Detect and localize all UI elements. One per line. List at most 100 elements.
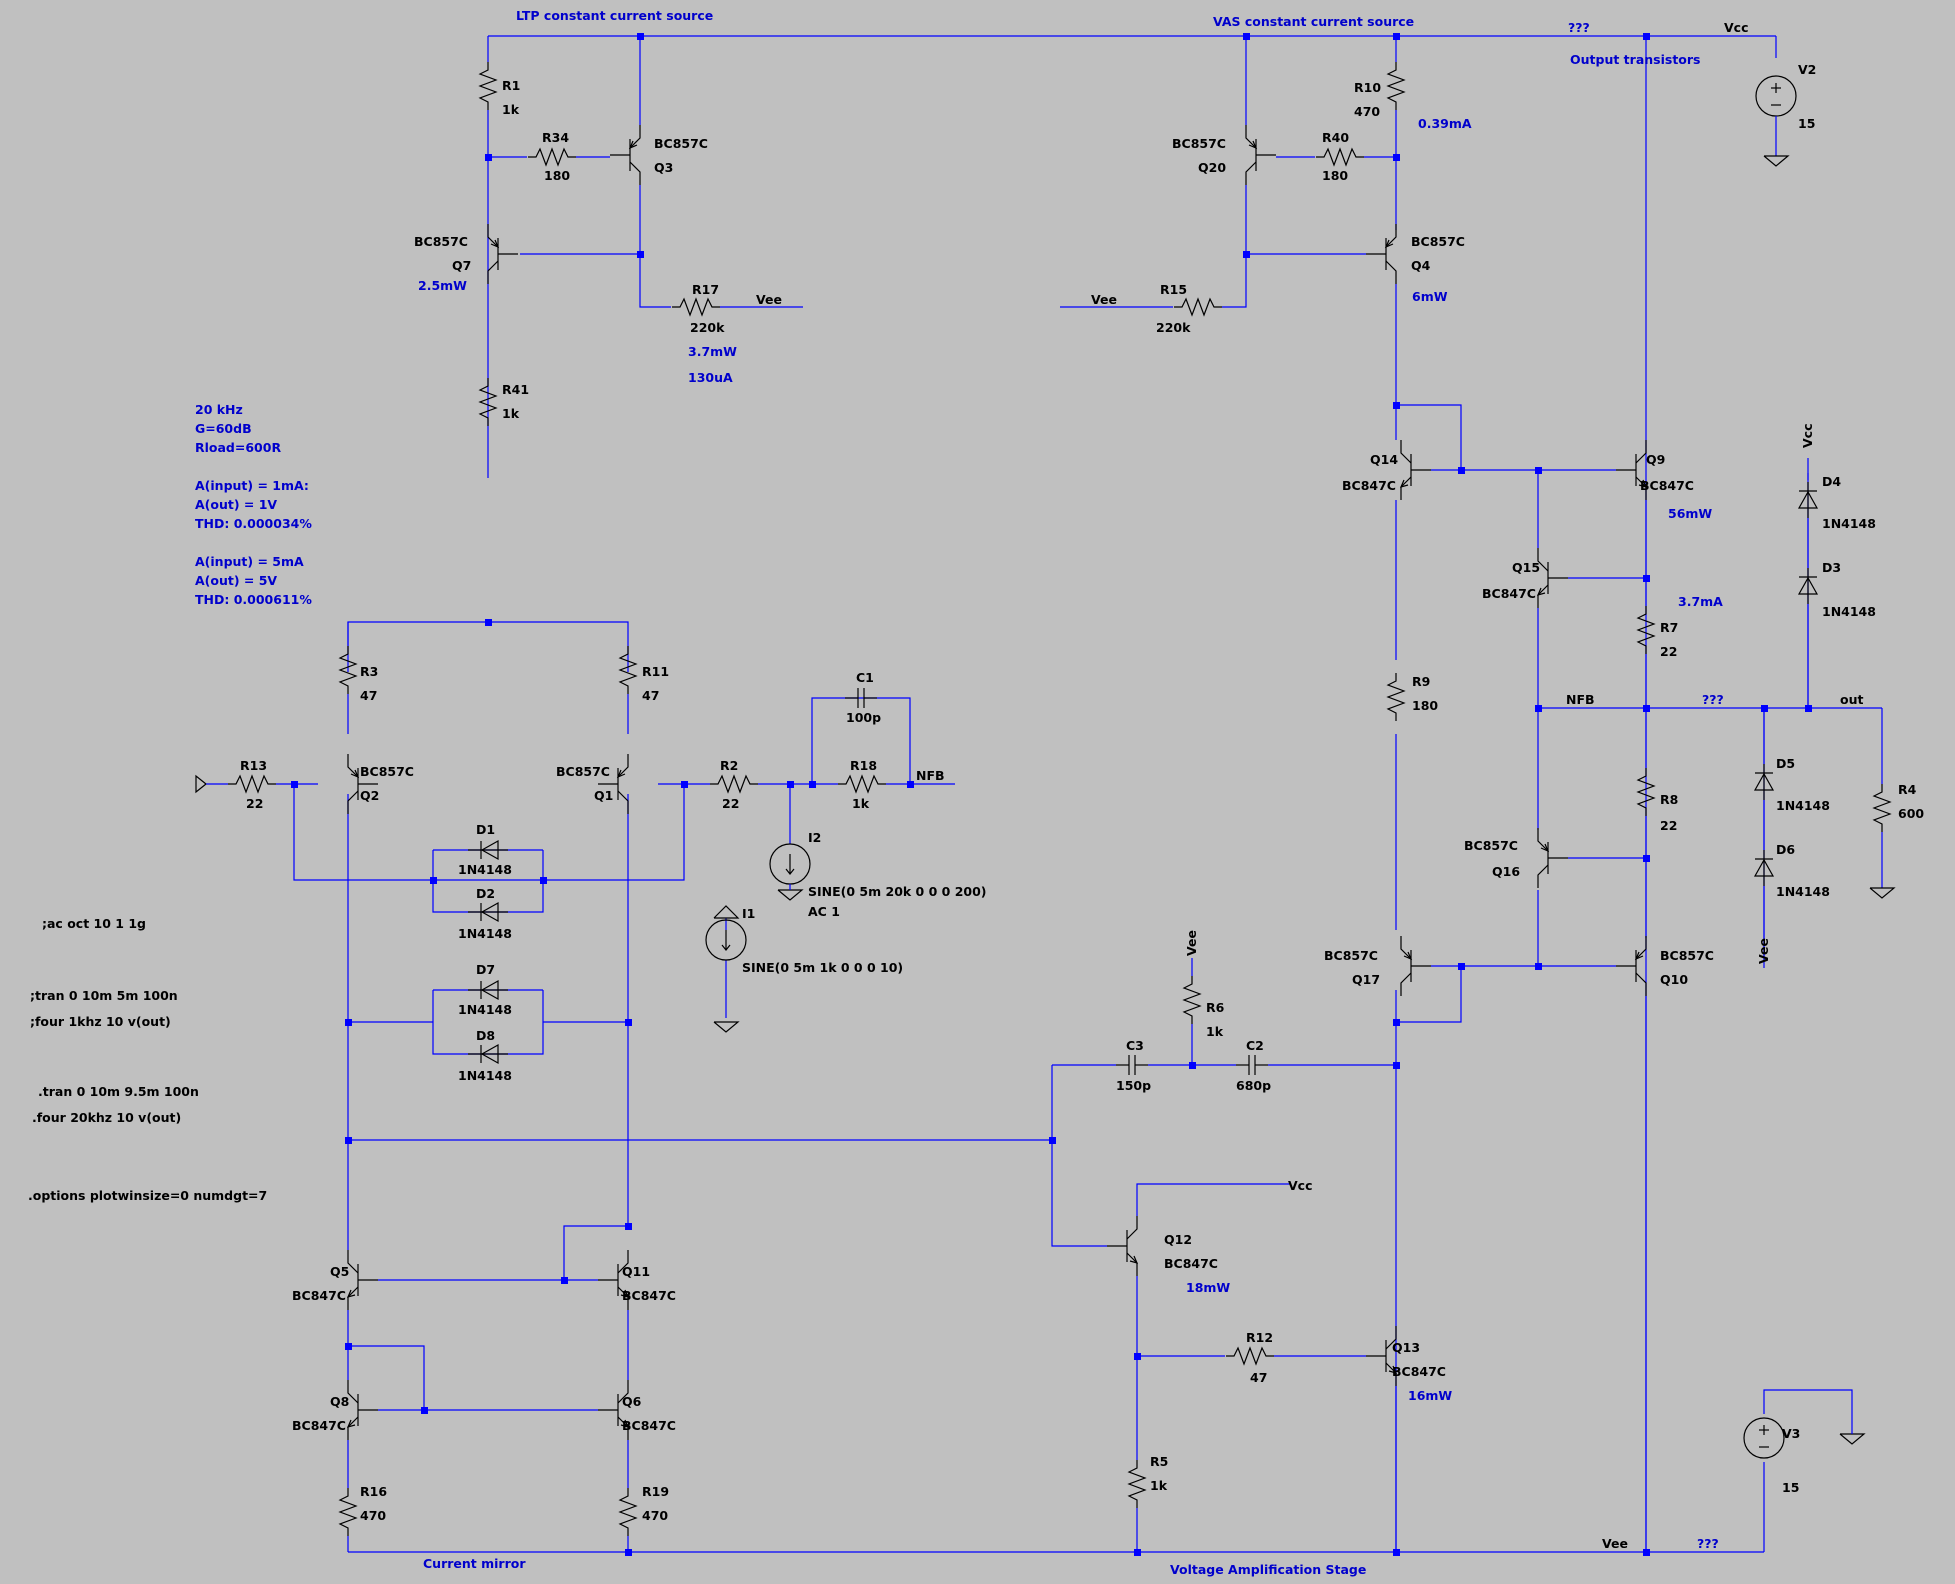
label-r7-name: R7	[1660, 620, 1678, 635]
label-q6-name: Q6	[622, 1394, 642, 1409]
label-c3-value: 150p	[1116, 1078, 1151, 1093]
label-q14-name: Q14	[1370, 452, 1398, 467]
transistor-q4	[1365, 223, 1397, 285]
label-r34-name: R34	[542, 130, 569, 145]
label-r5-name: R5	[1150, 1454, 1168, 1469]
label-d1-value: 1N4148	[458, 862, 512, 877]
note-line: THD: 0.000034%	[195, 516, 312, 531]
net-vee: Vee	[1091, 292, 1117, 307]
resistor-r15	[1173, 298, 1223, 316]
label-r13-name: R13	[240, 758, 267, 773]
label-c2-name: C2	[1246, 1038, 1264, 1053]
directive-four[interactable]: ;four 1khz 10 v(out)	[30, 1014, 171, 1029]
component-labels: R1 1k R34 180 BC857C Q3 BC857C Q7 R17 22…	[240, 62, 1924, 1523]
label-q16-model: BC857C	[1464, 838, 1518, 853]
label-c1-name: C1	[856, 670, 874, 685]
label-q12-name: Q12	[1164, 1232, 1192, 1247]
ground-symbol	[713, 1021, 739, 1033]
resistor-r10	[1387, 61, 1405, 111]
label-q9-name: Q9	[1646, 452, 1665, 467]
resistor-r16	[339, 1487, 357, 1537]
resistor-r1	[479, 61, 497, 111]
label-d7-name: D7	[476, 962, 495, 977]
diode-d2	[467, 902, 509, 922]
label-i2-ac: AC 1	[808, 904, 840, 919]
label-r7-value: 22	[1660, 644, 1677, 659]
resistor-r34	[527, 148, 577, 166]
label-q20-model: BC857C	[1172, 136, 1226, 151]
net-vee: Vee	[1602, 1536, 1628, 1551]
transistor-q5	[347, 1249, 379, 1311]
directive-options[interactable]: .options plotwinsize=0 numdgt=7	[28, 1188, 267, 1203]
label-unknown: ???	[1702, 692, 1724, 707]
label-q15-name: Q15	[1512, 560, 1540, 575]
label-q6-model: BC847C	[622, 1418, 676, 1433]
label-unknown: ???	[1697, 1536, 1719, 1551]
label-ltp-ccs: LTP constant current source	[516, 8, 713, 23]
diode-d5	[1754, 763, 1774, 801]
label-d3-name: D3	[1822, 560, 1841, 575]
label-d7-value: 1N4148	[458, 1002, 512, 1017]
annotation-r10-current: 0.39mA	[1418, 116, 1472, 131]
label-q8-name: Q8	[330, 1394, 349, 1409]
voltage-source-v2	[1755, 75, 1797, 117]
net-vee: Vee	[1184, 930, 1199, 956]
directive-tran[interactable]: .tran 0 10m 9.5m 100n	[38, 1084, 199, 1099]
net-out: out	[1840, 692, 1863, 707]
label-r4-name: R4	[1898, 782, 1917, 797]
diode-d3	[1798, 567, 1818, 605]
label-d4-name: D4	[1822, 474, 1841, 489]
label-r4-value: 600	[1898, 806, 1924, 821]
ground-symbol	[1839, 1433, 1865, 1445]
label-v3-value: 15	[1782, 1480, 1799, 1495]
resistor-r4	[1873, 783, 1891, 833]
label-r6-value: 1k	[1206, 1024, 1224, 1039]
current-source-i2	[769, 843, 811, 885]
label-q12-model: BC847C	[1164, 1256, 1218, 1271]
label-i1-name: I1	[742, 906, 755, 921]
transistor-q10	[1615, 935, 1647, 997]
note-line: A(out) = 1V	[195, 497, 277, 512]
directive-tran[interactable]: ;tran 0 10m 5m 100n	[30, 988, 178, 1003]
label-r34-value: 180	[544, 168, 570, 183]
resistor-r6	[1183, 975, 1201, 1025]
label-r1-name: R1	[502, 78, 520, 93]
note-line: A(out) = 5V	[195, 573, 277, 588]
label-output-transistors: Output transistors	[1570, 52, 1700, 67]
resistor-r2	[709, 775, 759, 793]
transistor-q16	[1537, 827, 1569, 889]
label-r18-value: 1k	[852, 796, 870, 811]
annotation-q7-power: 2.5mW	[418, 278, 467, 293]
directive-four[interactable]: .four 20khz 10 v(out)	[32, 1110, 181, 1125]
label-q13-name: Q13	[1392, 1340, 1420, 1355]
label-r5-value: 1k	[1150, 1478, 1168, 1493]
label-v3-name: V3	[1782, 1426, 1800, 1441]
label-d2-value: 1N4148	[458, 926, 512, 941]
label-q2-model: BC857C	[360, 764, 414, 779]
label-q5-name: Q5	[330, 1264, 349, 1279]
transistor-q2	[347, 753, 379, 815]
resistor-r12	[1225, 1347, 1275, 1365]
transistor-q3	[609, 124, 641, 186]
label-q20-name: Q20	[1198, 160, 1226, 175]
label-i2-name: I2	[808, 830, 821, 845]
resistor-r9	[1387, 672, 1405, 722]
label-r17-name: R17	[692, 282, 719, 297]
transistor-q15	[1537, 547, 1569, 609]
transistor-q14	[1400, 439, 1432, 501]
label-q10-name: Q10	[1660, 972, 1688, 987]
directive-ac[interactable]: ;ac oct 10 1 1g	[42, 916, 146, 931]
annotation-q4-power: 6mW	[1412, 289, 1448, 304]
label-q11-name: Q11	[622, 1264, 650, 1279]
label-q1-model: BC857C	[556, 764, 610, 779]
label-r16-value: 470	[360, 1508, 386, 1523]
label-d6-value: 1N4148	[1776, 884, 1830, 899]
label-q3-name: Q3	[654, 160, 673, 175]
net-vcc: Vcc	[1800, 424, 1815, 449]
junctions	[291, 33, 1812, 1556]
transistor-q20	[1245, 124, 1277, 186]
resistor-r18	[837, 775, 887, 793]
resistor-r40	[1315, 148, 1365, 166]
note-line: Rload=600R	[195, 440, 281, 455]
label-q2-name: Q2	[360, 788, 379, 803]
